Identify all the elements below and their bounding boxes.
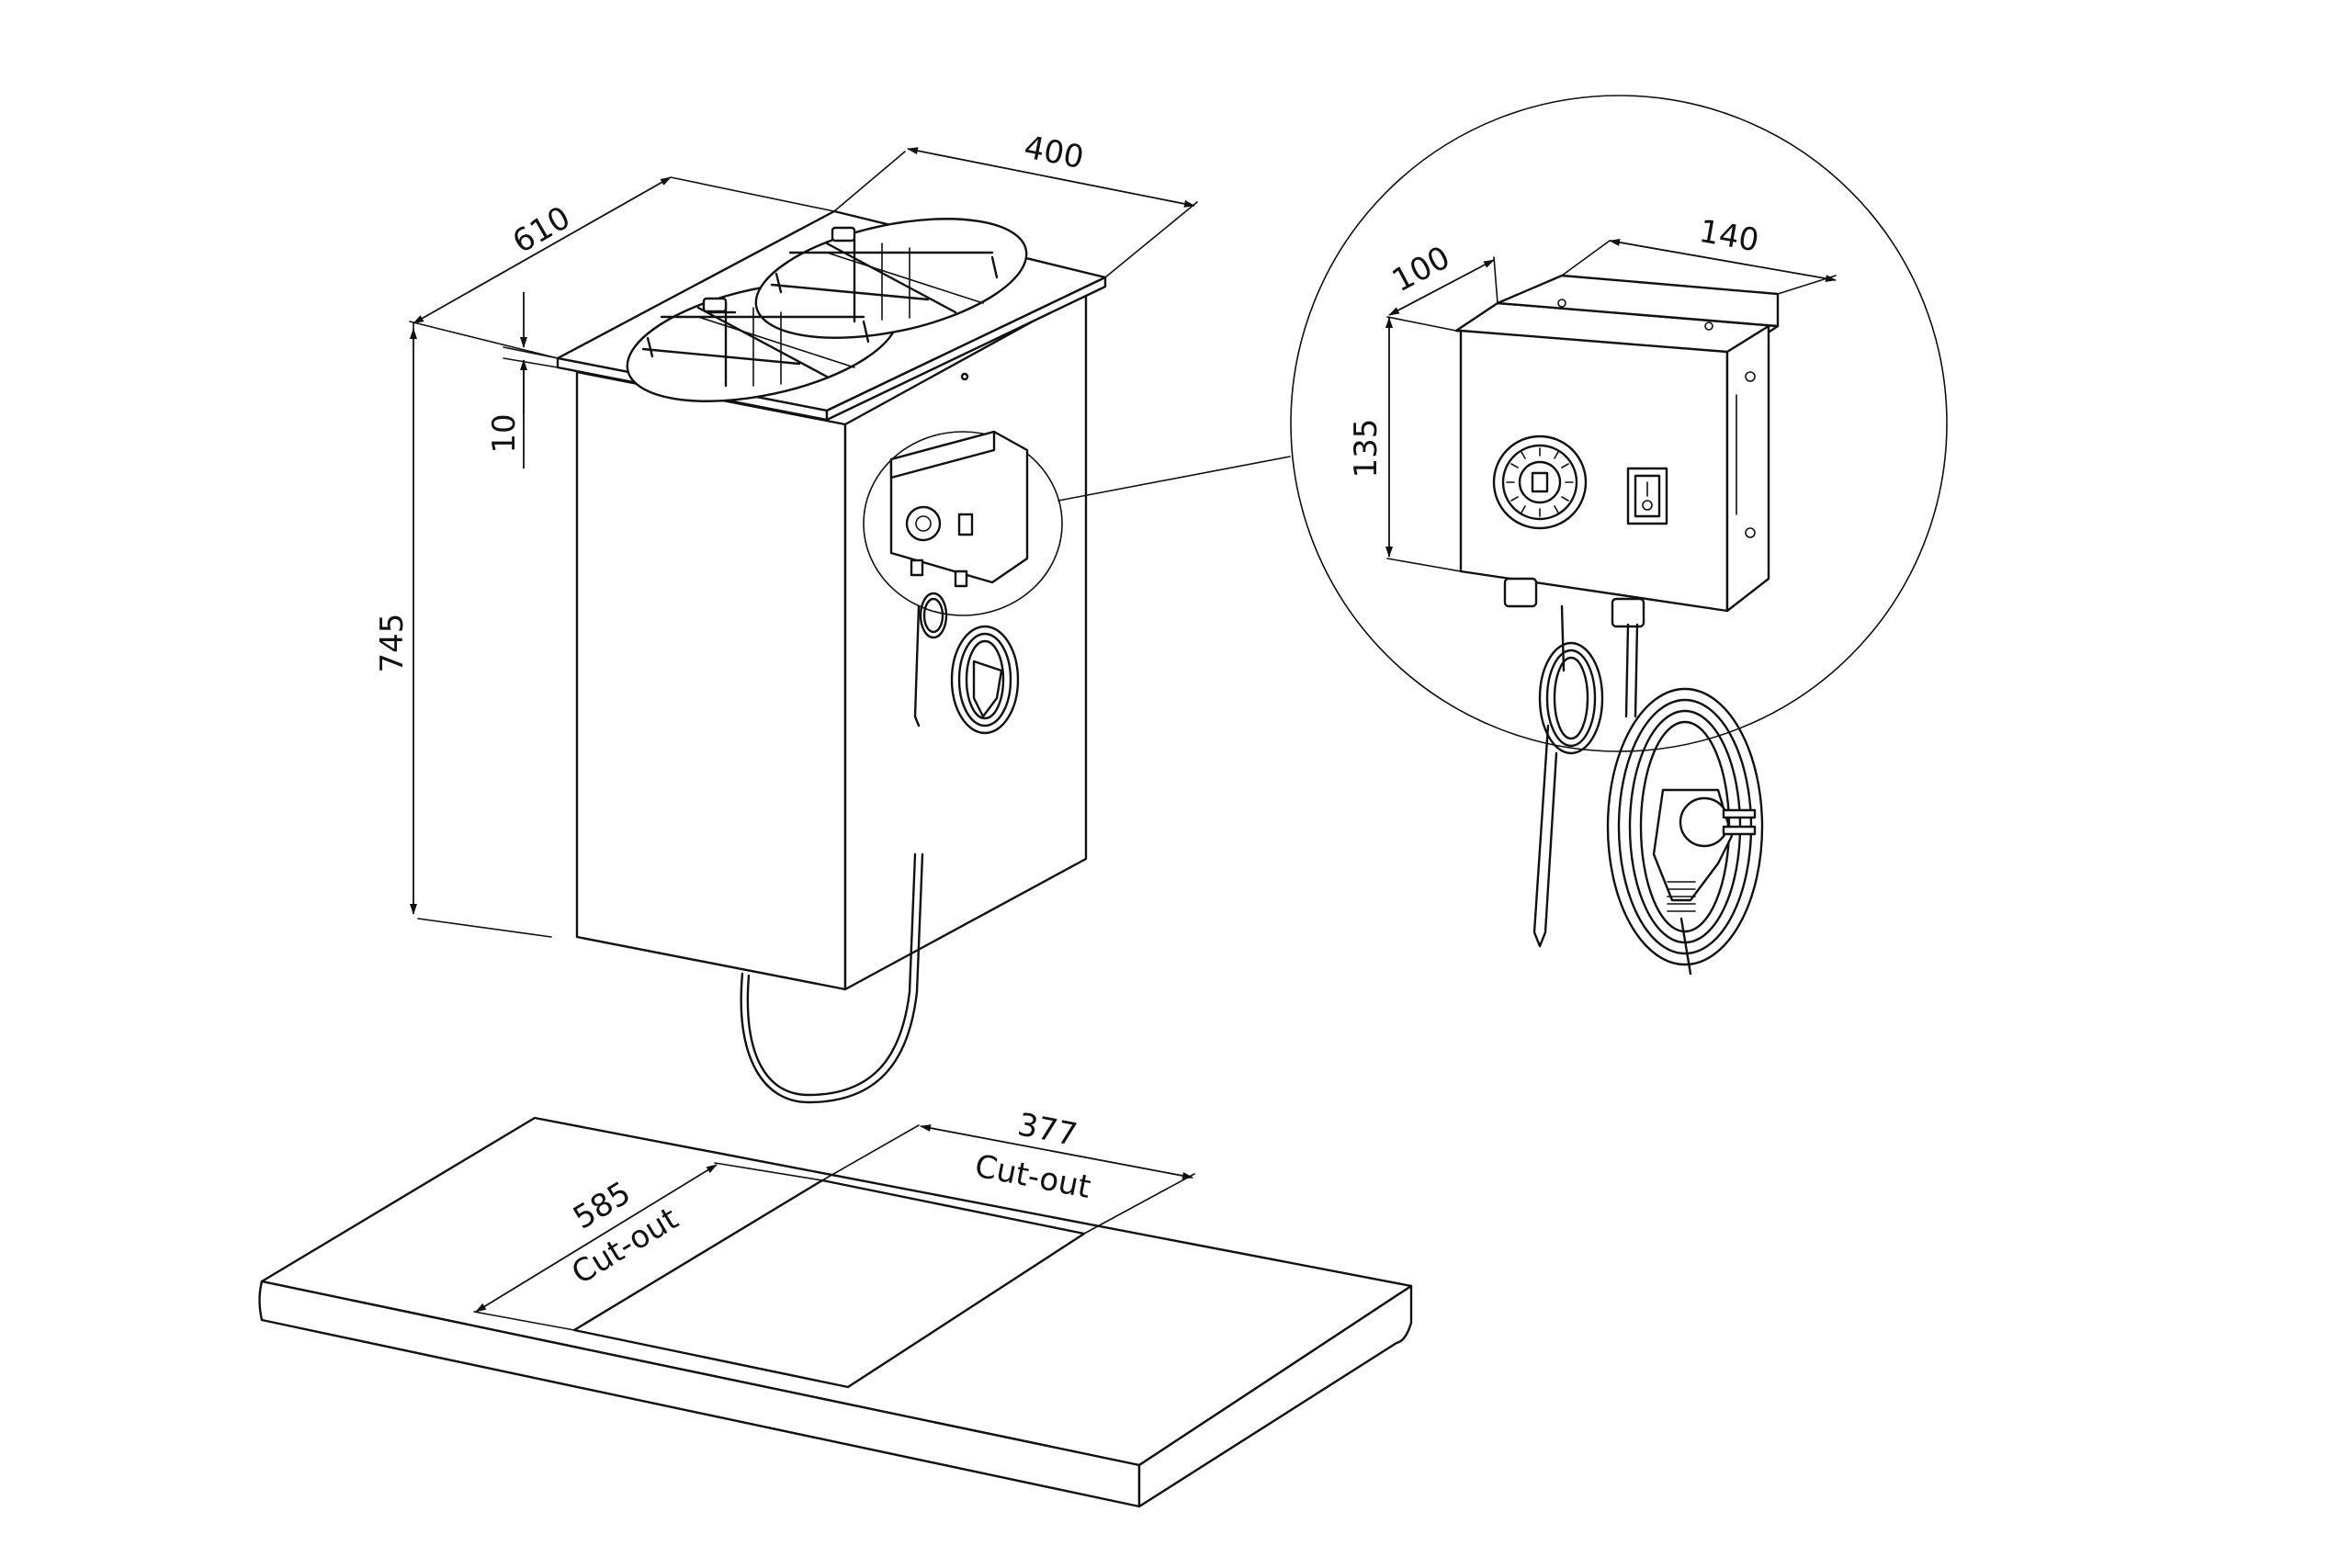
countertop-side-edge	[1137, 1284, 1413, 1508]
rocker-switch-icon	[1626, 467, 1668, 525]
label-100: 100	[1386, 239, 1456, 299]
control-box-front	[1459, 329, 1729, 613]
sensor-coil	[1532, 604, 1604, 948]
hanging-cable	[740, 852, 924, 1104]
power-switch-small-icon	[957, 513, 974, 536]
dimension-745: 745	[374, 322, 552, 938]
unit-front-face	[575, 370, 847, 991]
power-plug-icon	[1652, 788, 1757, 976]
cable-gland-left	[1503, 577, 1538, 608]
detail-leader	[1057, 456, 1291, 502]
label-135: 135	[1348, 419, 1385, 479]
label-400: 400	[1021, 129, 1086, 176]
countertop	[258, 1116, 1413, 1508]
dimension-135: 135	[1348, 317, 1462, 572]
label-140: 140	[1696, 213, 1761, 260]
dimension-10: 10	[486, 292, 559, 468]
top-plate-edge-side	[825, 276, 1107, 422]
thermostat-knob-small-icon	[905, 505, 942, 542]
plate-screw	[960, 372, 969, 381]
detail-magnified	[1290, 95, 1948, 976]
label-10: 10	[486, 413, 523, 453]
countertop-front-edge	[258, 1280, 1141, 1508]
thermostat-dial-icon	[1492, 434, 1588, 530]
basket-front	[641, 297, 870, 388]
detail-circle	[1290, 95, 1948, 752]
unit-side-face	[843, 290, 1088, 991]
control-box-side	[1725, 324, 1770, 613]
cable-gland-right	[1611, 597, 1645, 628]
dispenser-unit	[556, 209, 1291, 1104]
control-box-small	[863, 430, 1063, 735]
label-745: 745	[374, 614, 411, 673]
basket-rear	[770, 226, 999, 323]
label-cutout-377: Cut-out	[972, 1147, 1093, 1206]
label-610: 610	[506, 199, 576, 261]
